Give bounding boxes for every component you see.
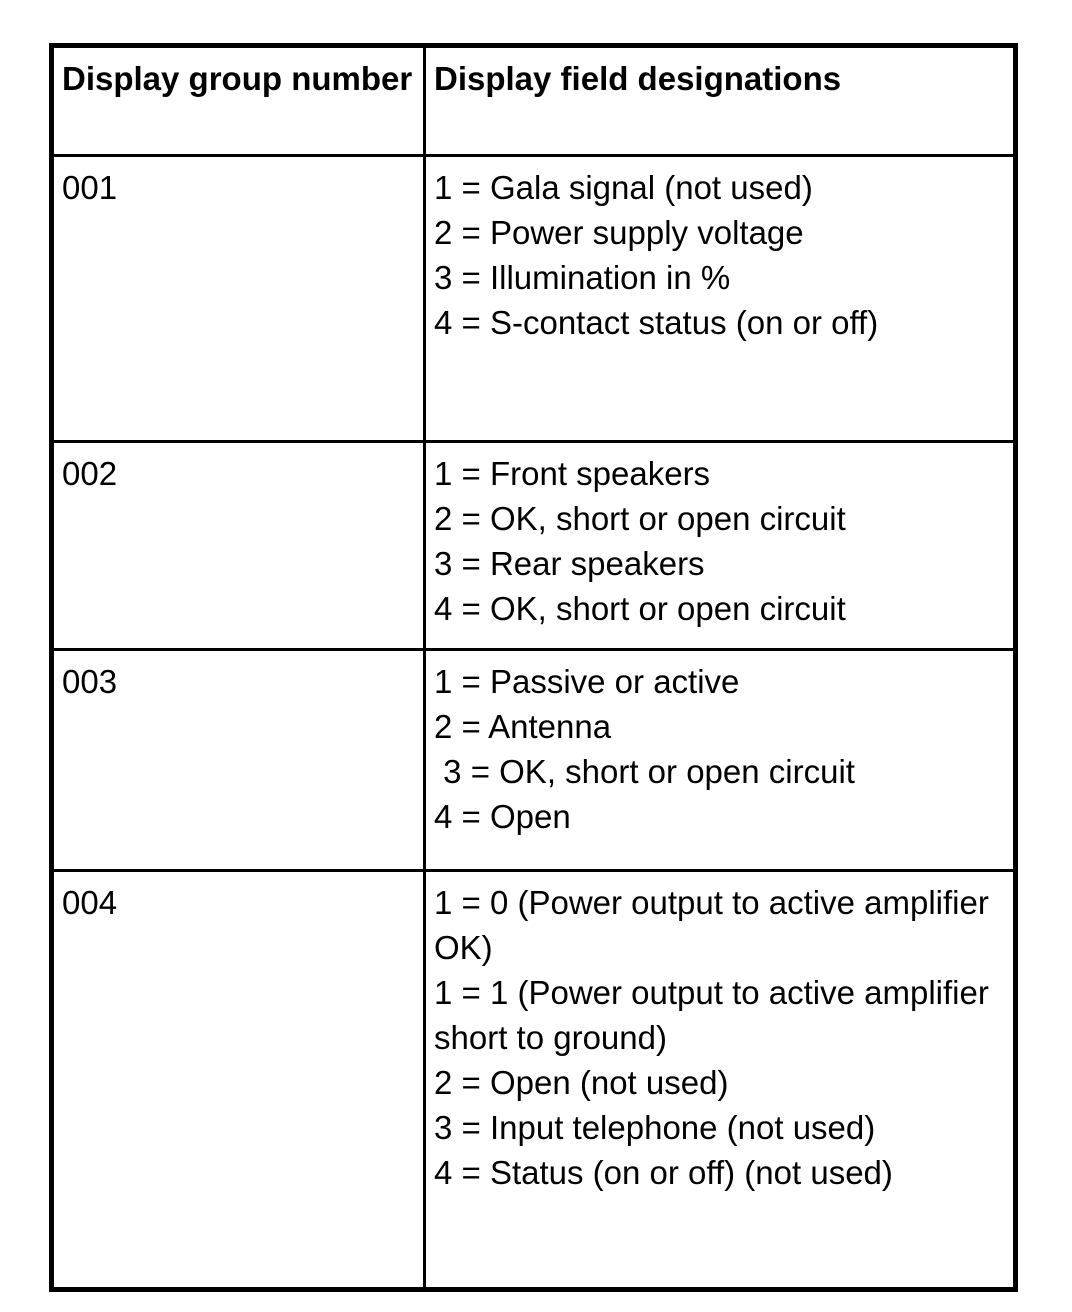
field-line: 1 = 1 (Power output to active amplifier … [434,974,999,1056]
field-line: 1 = Front speakers [434,455,711,492]
field-line: 4 = OK, short or open circuit [434,590,846,627]
field-line: 3 = OK, short or open circuit [434,753,855,790]
field-line: 3 = Rear speakers [434,545,705,582]
group-number-cell: 002 [49,440,426,651]
table-row: 001 1 = Gala signal (not used) 2 = Power… [49,154,1018,443]
field-line: 1 = Passive or active [434,663,740,700]
group-number-cell: 003 [49,648,426,872]
field-designations-cell: 1 = 0 (Power output to active amplifier … [423,869,1018,1292]
field-line: 1 = Gala signal (not used) [434,169,813,206]
field-line: 4 = Open [434,798,571,835]
display-groups-table: Display group number Display field desig… [49,43,1018,1292]
table-row: 004 1 = 0 (Power output to active amplif… [49,869,1018,1292]
field-line: 2 = OK, short or open circuit [434,500,846,537]
field-line: 4 = S-contact status (on or off) [434,304,879,341]
field-line: 3 = Input telephone (not used) [434,1109,876,1146]
field-line: 4 = Status (on or off) (not used) [434,1154,893,1191]
field-line: 2 = Power supply voltage [434,214,804,251]
field-line: 2 = Antenna [434,708,612,745]
field-designations-cell: 1 = Front speakers 2 = OK, short or open… [423,440,1018,651]
column-header-display-group-number: Display group number [49,43,426,157]
field-line: 2 = Open (not used) [434,1064,729,1101]
field-line: 3 = Illumination in % [434,259,731,296]
table-row: 002 1 = Front speakers 2 = OK, short or … [49,440,1018,651]
field-designations-cell: 1 = Gala signal (not used) 2 = Power sup… [423,154,1018,443]
field-designations-cell: 1 = Passive or active 2 = Antenna 3 = OK… [423,648,1018,872]
column-header-display-field-designations: Display field designations [423,43,1018,157]
table-header-row: Display group number Display field desig… [49,43,1018,157]
group-number-cell: 001 [49,154,426,443]
table-row: 003 1 = Passive or active 2 = Antenna 3 … [49,648,1018,872]
field-line: 1 = 0 (Power output to active amplifier … [434,884,999,966]
group-number-cell: 004 [49,869,426,1292]
